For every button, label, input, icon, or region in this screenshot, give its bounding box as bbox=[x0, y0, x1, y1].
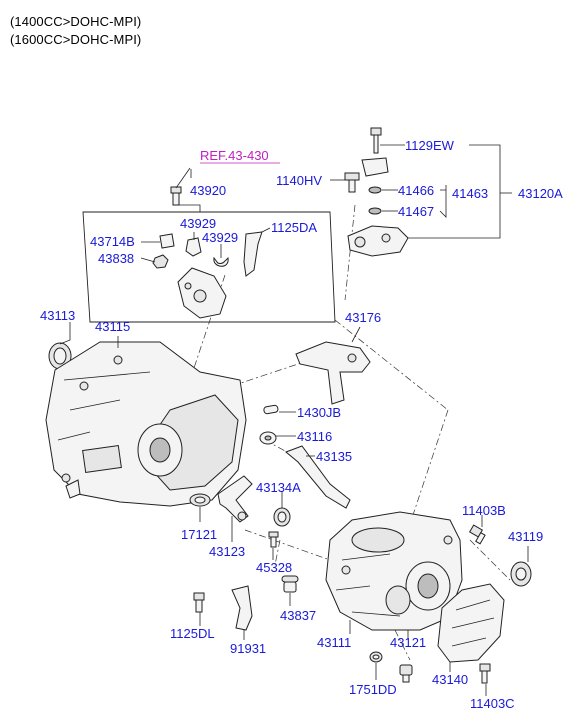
clip-43929-a bbox=[185, 237, 202, 257]
bolt-1125dl bbox=[193, 592, 205, 613]
gasket-1751dd bbox=[369, 651, 383, 663]
label-45328[interactable]: 45328 bbox=[256, 560, 292, 575]
shift-lever-parts bbox=[152, 186, 263, 319]
seal-43119 bbox=[510, 561, 532, 587]
washer-41466 bbox=[368, 186, 382, 194]
clip-43929-b bbox=[213, 256, 229, 267]
ring-17121 bbox=[189, 493, 211, 507]
label-11403b[interactable]: 11403B bbox=[462, 503, 506, 518]
control-bracket-group bbox=[344, 127, 409, 257]
label-1140hv[interactable]: 1140HV bbox=[276, 173, 322, 188]
bolt-1140hv bbox=[344, 172, 360, 193]
label-1751dd[interactable]: 1751DD bbox=[349, 682, 397, 697]
control-bracket bbox=[347, 225, 409, 257]
label-91931[interactable]: 91931 bbox=[230, 641, 266, 656]
label-43123[interactable]: 43123 bbox=[209, 544, 245, 559]
engine-spec-line-2: (1600CC>DOHC-MPI) bbox=[10, 32, 142, 47]
label-17121[interactable]: 17121 bbox=[181, 527, 217, 542]
label-11403c[interactable]: 11403C bbox=[470, 696, 515, 711]
label-1430jb[interactable]: 1430JB bbox=[297, 405, 341, 420]
bolt-11403c bbox=[479, 663, 491, 684]
oil-seal-43113 bbox=[48, 342, 72, 370]
plug-43121 bbox=[399, 664, 413, 683]
part-number-labels: REF.43-430 1129EW 1140HV 41466 41467 414… bbox=[40, 138, 563, 711]
bushing-43837 bbox=[281, 575, 299, 593]
label-43140[interactable]: 43140 bbox=[432, 672, 468, 687]
label-41463[interactable]: 41463 bbox=[452, 186, 488, 201]
label-43920[interactable]: 43920 bbox=[190, 183, 226, 198]
assembly-center-lines bbox=[189, 204, 511, 661]
label-43135[interactable]: 43135 bbox=[316, 449, 352, 464]
washer-43116 bbox=[259, 431, 277, 445]
label-43838[interactable]: 43838 bbox=[98, 251, 134, 266]
bracket-43176 bbox=[295, 341, 371, 405]
upper-bracket-plate bbox=[361, 157, 389, 177]
bolt-1125da bbox=[243, 231, 263, 277]
label-43111[interactable]: 43111 bbox=[317, 635, 351, 650]
shift-lever-group-box bbox=[82, 211, 336, 323]
label-1129ew[interactable]: 1129EW bbox=[405, 138, 455, 153]
label-43929-b[interactable]: 43929 bbox=[202, 230, 238, 245]
label-43116[interactable]: 43116 bbox=[297, 429, 332, 444]
label-43176[interactable]: 43176 bbox=[345, 310, 381, 325]
label-43113[interactable]: 43113 bbox=[40, 308, 75, 323]
label-43120a[interactable]: 43120A bbox=[518, 186, 563, 201]
label-1125da[interactable]: 1125DA bbox=[271, 220, 317, 235]
seal-43134a bbox=[273, 507, 291, 527]
lever-43123 bbox=[217, 475, 253, 523]
bracket-91931 bbox=[231, 585, 253, 631]
label-43115[interactable]: 43115 bbox=[95, 319, 130, 334]
bolt-1129ew bbox=[370, 127, 382, 154]
plate-43135 bbox=[285, 445, 351, 509]
label-43121[interactable]: 43121 bbox=[390, 635, 426, 650]
label-43929-a[interactable]: 43929 bbox=[180, 216, 216, 231]
label-43119[interactable]: 43119 bbox=[508, 529, 543, 544]
rear-cover-43140 bbox=[437, 583, 505, 663]
bolt-45328 bbox=[268, 531, 279, 548]
washer-41467 bbox=[368, 207, 382, 215]
label-41466[interactable]: 41466 bbox=[398, 183, 434, 198]
label-43134a[interactable]: 43134A bbox=[256, 480, 301, 495]
label-43714b[interactable]: 43714B bbox=[90, 234, 135, 249]
label-43837[interactable]: 43837 bbox=[280, 608, 316, 623]
transmission-case-43111 bbox=[325, 511, 463, 631]
bushing-43714b bbox=[159, 233, 175, 249]
bolt-11403b bbox=[468, 524, 486, 545]
reference-link[interactable]: REF.43-430 bbox=[200, 148, 269, 163]
pin-1430jb bbox=[263, 404, 279, 415]
leader-lines bbox=[59, 144, 529, 696]
engine-spec-line-1: (1400CC>DOHC-MPI) bbox=[10, 14, 142, 29]
nut-43838 bbox=[152, 254, 169, 269]
clutch-housing-43115 bbox=[45, 341, 247, 507]
label-1125dl[interactable]: 1125DL bbox=[170, 626, 215, 641]
label-41467[interactable]: 41467 bbox=[398, 204, 434, 219]
